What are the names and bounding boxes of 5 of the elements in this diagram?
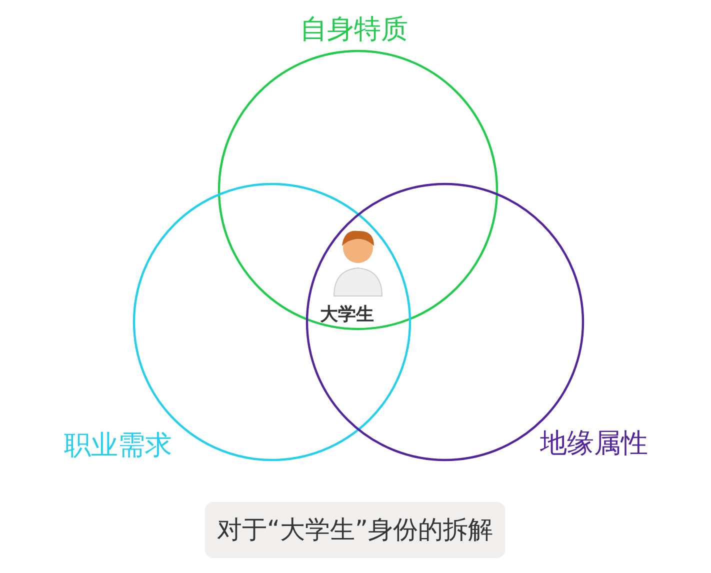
set-label: 地缘属性 <box>540 428 648 460</box>
caption: 对于“大学生”身份的拆解 <box>205 502 505 558</box>
set-label: 职业需求 <box>64 430 172 462</box>
set-label: 自身特质 <box>300 14 408 46</box>
center-label: 大学生 <box>320 303 374 326</box>
